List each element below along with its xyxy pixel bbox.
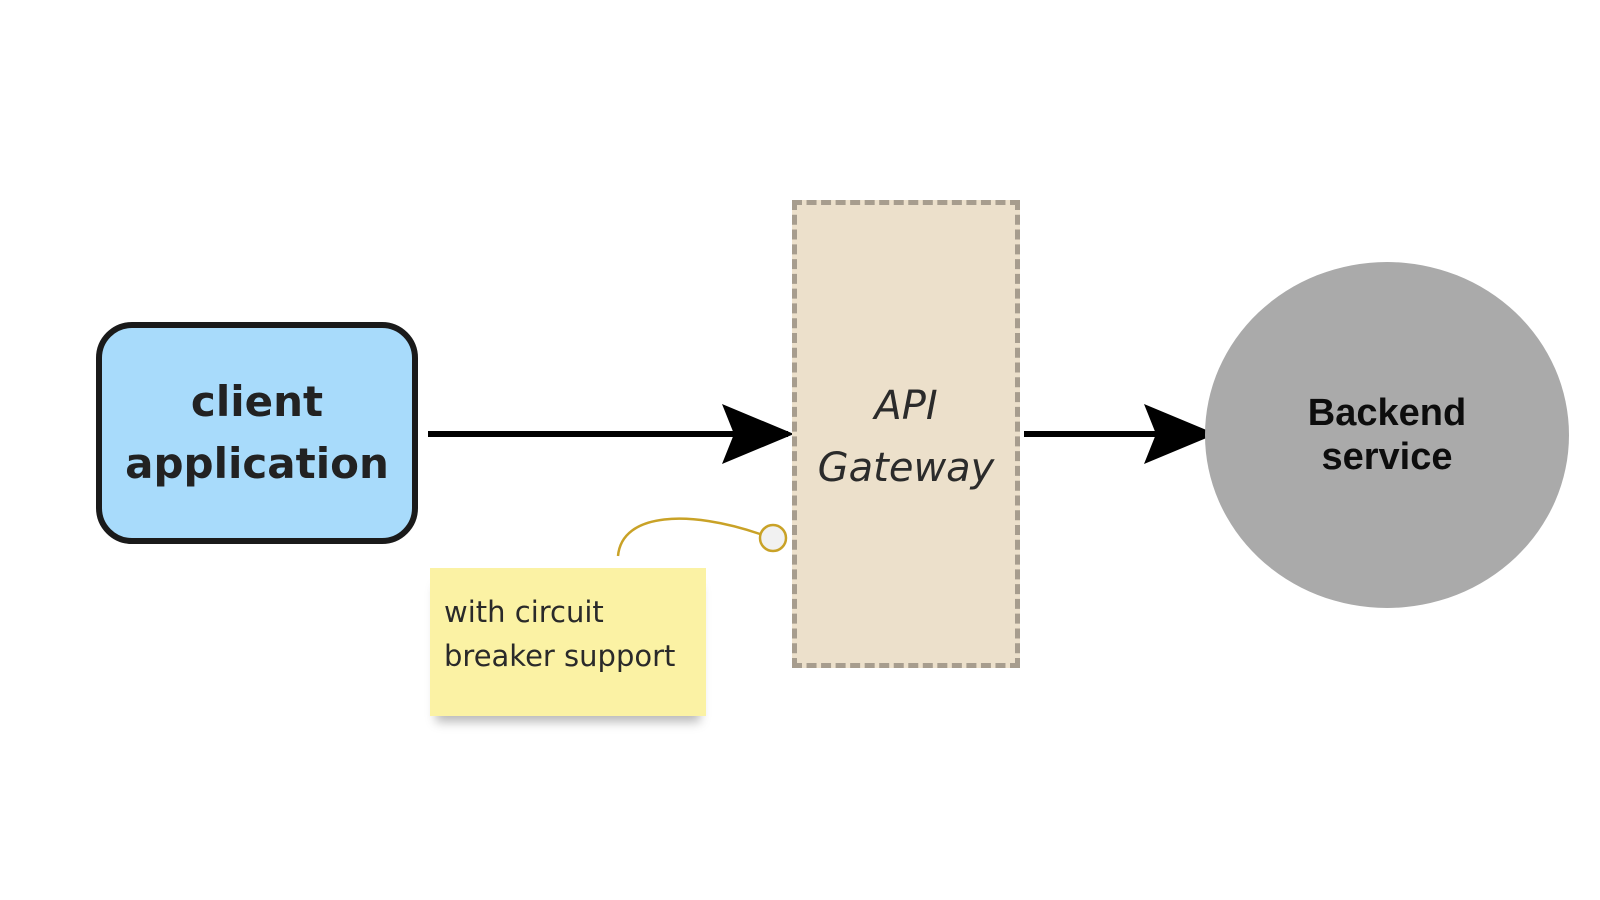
note-connector-anchor[interactable] bbox=[758, 523, 788, 553]
api-gateway-node[interactable]: API Gateway bbox=[792, 200, 1020, 668]
client-application-label: client application bbox=[125, 377, 389, 488]
api-gateway-label: API Gateway bbox=[817, 383, 995, 491]
sticky-note[interactable]: with circuit breaker support bbox=[430, 568, 706, 716]
backend-service-label: Backend service bbox=[1307, 392, 1467, 478]
sticky-note-text: with circuit breaker support bbox=[444, 595, 676, 673]
client-application-node[interactable]: client application bbox=[96, 322, 418, 544]
note-connector-line bbox=[616, 517, 761, 557]
backend-service-node[interactable]: Backend service bbox=[1205, 262, 1569, 608]
